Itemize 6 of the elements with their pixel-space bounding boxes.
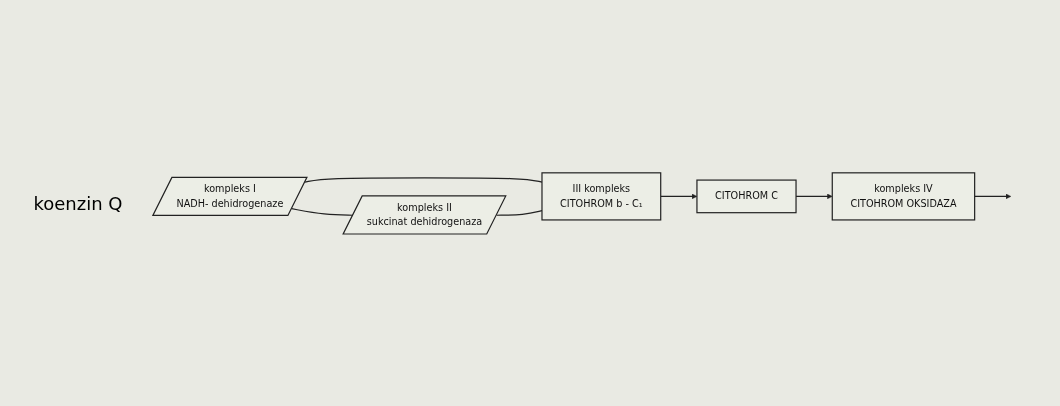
node-box: kompleks IV CITOHROM OKSIDAZA (831, 171, 976, 221)
connector (291, 207, 354, 216)
center-label: koenzin Q (32, 192, 124, 214)
node-box: CITOHROM C (696, 179, 797, 213)
arrow (974, 193, 1012, 199)
node-box: III kompleks CITOHROM b - C₁ (541, 171, 662, 221)
